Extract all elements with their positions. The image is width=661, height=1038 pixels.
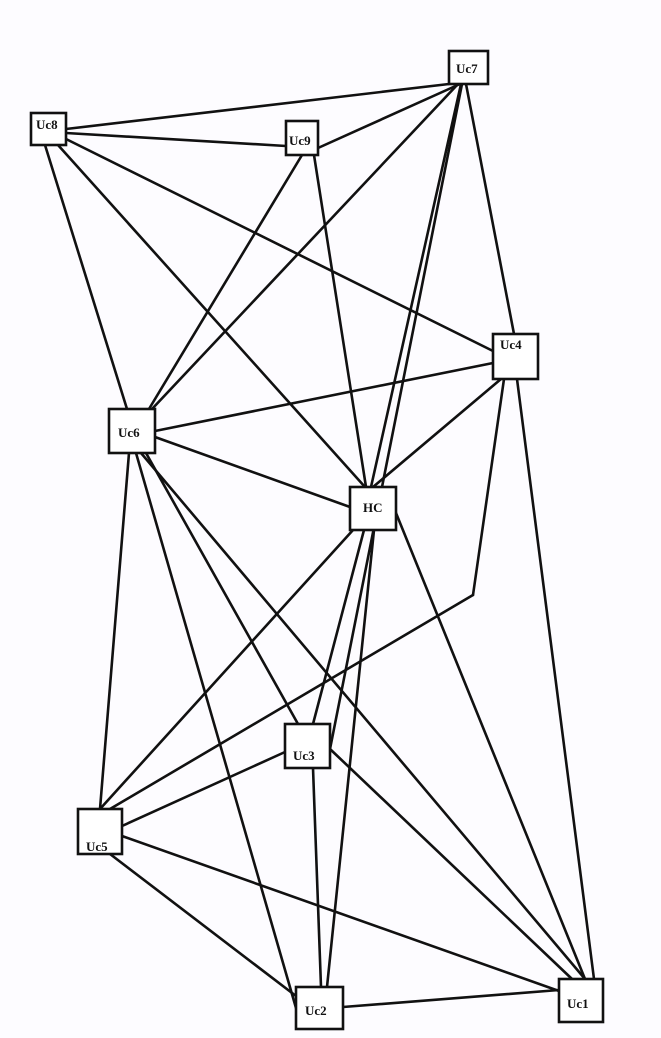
node-label-uc8: Uc8 bbox=[36, 117, 58, 132]
edge-uc3-uc1 bbox=[328, 747, 574, 981]
node-uc7: Uc7 bbox=[447, 49, 490, 86]
edge-uc6-uc3 bbox=[144, 451, 300, 726]
edge-uc4-uc5 bbox=[471, 377, 506, 597]
edge-uc6-hc bbox=[153, 435, 352, 509]
edge-hc-uc1 bbox=[394, 511, 587, 981]
edge-hc-uc3 bbox=[311, 528, 366, 726]
edge-uc6-uc1 bbox=[139, 451, 587, 981]
edge-uc7-hc bbox=[369, 82, 463, 489]
node-label-uc3: Uc3 bbox=[293, 748, 315, 763]
node-label-hc: HC bbox=[363, 500, 383, 515]
node-uc1: Uc1 bbox=[557, 977, 605, 1024]
edge-uc4-uc5 bbox=[108, 593, 475, 811]
node-label-uc9: Uc9 bbox=[289, 133, 311, 148]
edge-uc3-uc5 bbox=[120, 750, 287, 828]
edge-uc8-hc bbox=[56, 143, 367, 489]
edge-uc4-uc1 bbox=[515, 377, 596, 981]
node-uc8: Uc8 bbox=[29, 111, 68, 147]
node-box-uc5 bbox=[76, 807, 124, 856]
node-box-hc bbox=[348, 485, 398, 532]
edge-uc8-uc4 bbox=[64, 137, 495, 353]
edge-uc4-hc bbox=[371, 377, 503, 489]
node-box-uc4 bbox=[491, 332, 540, 381]
node-label-uc7: Uc7 bbox=[456, 61, 478, 76]
edge-uc3-uc2 bbox=[311, 766, 323, 989]
edge-uc9-uc7 bbox=[316, 82, 462, 150]
node-uc5: Uc5 bbox=[76, 807, 124, 856]
node-uc3: Uc3 bbox=[283, 722, 332, 770]
edge-uc5-uc2 bbox=[108, 852, 298, 998]
node-box-uc9 bbox=[284, 119, 320, 157]
node-uc2: Uc2 bbox=[294, 985, 345, 1031]
edge-uc8-uc6 bbox=[43, 143, 129, 411]
edge-layer bbox=[43, 82, 596, 1010]
edge-uc7-uc6 bbox=[150, 82, 460, 411]
node-uc4: Uc4 bbox=[491, 332, 540, 381]
edge-uc4-uc6 bbox=[153, 361, 495, 433]
node-box-uc7 bbox=[447, 49, 490, 86]
node-box-uc8 bbox=[29, 111, 68, 147]
edge-hc-uc2 bbox=[325, 528, 376, 989]
edge-uc7-uc4 bbox=[464, 82, 516, 336]
edge-uc6-uc2 bbox=[134, 451, 298, 1010]
edge-uc8-uc9 bbox=[64, 131, 288, 148]
edge-uc5-uc1 bbox=[120, 834, 561, 993]
node-box-uc3 bbox=[283, 722, 332, 770]
node-label-uc1: Uc1 bbox=[567, 996, 589, 1011]
edge-uc9-uc6 bbox=[147, 153, 304, 411]
node-box-uc6 bbox=[107, 407, 157, 455]
node-label-uc4: Uc4 bbox=[500, 337, 522, 352]
edge-uc6-uc5 bbox=[98, 451, 131, 811]
node-box-uc2 bbox=[294, 985, 345, 1031]
node-label-uc5: Uc5 bbox=[86, 839, 108, 854]
node-label-uc6: Uc6 bbox=[118, 425, 140, 440]
edge-uc2-uc1 bbox=[341, 988, 561, 1009]
edge-uc8-uc7 bbox=[64, 82, 451, 131]
node-label-uc2: Uc2 bbox=[305, 1003, 327, 1018]
edge-uc9-hc bbox=[312, 153, 368, 489]
node-uc9: Uc9 bbox=[284, 119, 320, 157]
edge-uc7-uc3 bbox=[328, 82, 464, 751]
node-uc6: Uc6 bbox=[107, 407, 157, 455]
node-box-uc1 bbox=[557, 977, 605, 1024]
node-hc: HC bbox=[348, 485, 398, 532]
edge-hc-uc5 bbox=[98, 528, 355, 811]
